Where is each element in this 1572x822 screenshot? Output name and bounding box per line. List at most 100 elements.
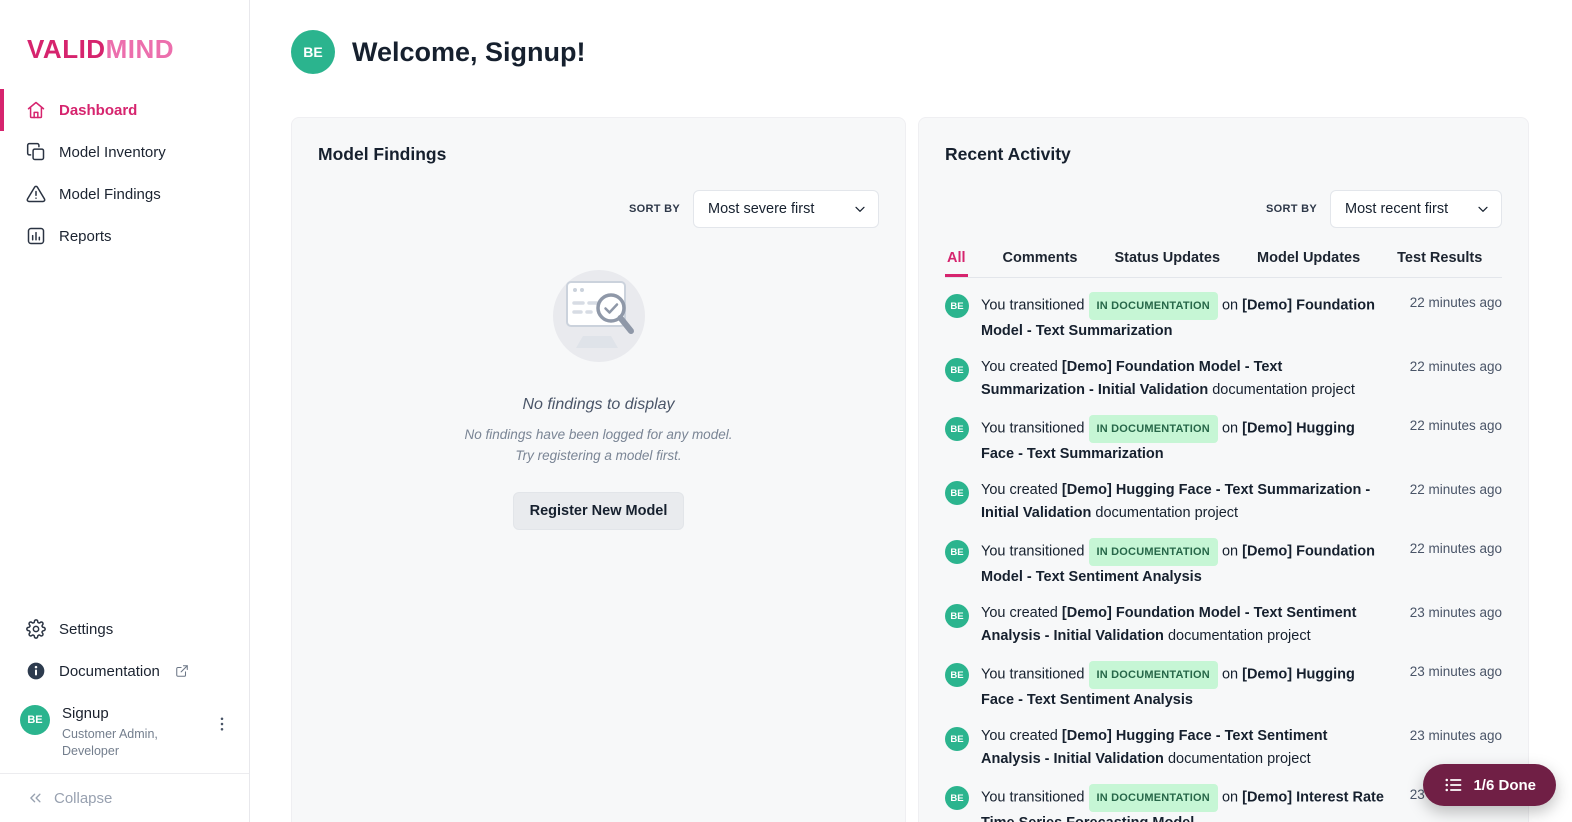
dashboard-cards: Model Findings SORT BY Most severe first	[291, 117, 1529, 822]
activity-list-item[interactable]: BE You created [Demo] Hugging Face - Tex…	[945, 725, 1502, 770]
sidebar-bottom: Settings Documentation BE Signup Custome…	[0, 608, 249, 822]
tab-status-updates[interactable]: Status Updates	[1114, 250, 1221, 266]
activity-target-name: [Demo] Hugging Face - Text Sentiment Ana…	[981, 728, 1328, 767]
avatar: BE	[945, 786, 969, 810]
recent-activity-card: Recent Activity SORT BY Most recent firs…	[918, 117, 1529, 822]
sidebar-item-reports[interactable]: Reports	[0, 215, 249, 257]
empty-state-title: No findings to display	[522, 396, 675, 413]
activity-target-name: [Demo] Hugging Face - Text Sentiment Ana…	[981, 666, 1355, 708]
activity-list-item[interactable]: BE You transitioned IN DOCUMENTATION on …	[945, 784, 1502, 822]
reports-icon	[26, 226, 46, 246]
sidebar-nav: Dashboard Model Inventory Model Findings…	[0, 89, 249, 257]
sidebar-item-model-findings[interactable]: Model Findings	[0, 173, 249, 215]
collapse-label: Collapse	[54, 789, 113, 807]
sidebar-item-label: Dashboard	[59, 101, 138, 119]
activity-list-item[interactable]: BE You created [Demo] Hugging Face - Tex…	[945, 479, 1502, 524]
activity-text: You transitioned IN DOCUMENTATION on [De…	[981, 538, 1384, 588]
avatar: BE	[945, 663, 969, 687]
sort-select-value: Most recent first	[1345, 201, 1449, 217]
activity-target-name: [Demo] Foundation Model - Text Summariza…	[981, 297, 1376, 339]
user-menu-button[interactable]	[209, 711, 235, 740]
sort-select-value: Most severe first	[708, 201, 815, 217]
activity-list-item[interactable]: BE You transitioned IN DOCUMENTATION on …	[945, 292, 1502, 342]
user-name: Signup	[62, 705, 109, 722]
kebab-icon	[213, 717, 231, 736]
gear-icon	[26, 619, 46, 639]
sidebar-item-documentation[interactable]: Documentation	[0, 650, 249, 692]
collapse-button[interactable]: Collapse	[0, 773, 249, 822]
activity-target-name: [Demo] Foundation Model - Text Summariza…	[981, 359, 1283, 398]
avatar: BE	[945, 481, 969, 505]
external-link-icon	[175, 664, 189, 678]
activity-target-name: [Demo] Interest Rate Time Series Forecas…	[981, 789, 1384, 822]
findings-sort-select[interactable]: Most severe first	[693, 190, 879, 228]
sidebar-item-label: Model Inventory	[59, 143, 166, 161]
activity-list-item[interactable]: BE You created [Demo] Foundation Model -…	[945, 356, 1502, 401]
status-badge: IN DOCUMENTATION	[1088, 292, 1218, 320]
activity-sort-select[interactable]: Most recent first	[1330, 190, 1502, 228]
user-card[interactable]: BE Signup Customer Admin, Developer	[0, 692, 249, 773]
activity-list-item[interactable]: BE You transitioned IN DOCUMENTATION on …	[945, 415, 1502, 465]
warning-icon	[26, 184, 46, 204]
card-title: Recent Activity	[945, 144, 1071, 164]
page-title: Welcome, Signup!	[352, 36, 586, 67]
activity-list-item[interactable]: BE You transitioned IN DOCUMENTATION on …	[945, 538, 1502, 588]
user-role: Customer Admin, Developer	[62, 727, 158, 758]
avatar: BE	[945, 358, 969, 382]
avatar: BE	[945, 417, 969, 441]
avatar: BE	[291, 30, 335, 74]
activity-timestamp: 22 minutes ago	[1409, 359, 1502, 374]
activity-text: You created [Demo] Hugging Face - Text S…	[981, 728, 1328, 767]
home-icon	[26, 100, 46, 120]
activity-timestamp: 23 minutes ago	[1409, 605, 1502, 620]
sidebar-item-settings[interactable]: Settings	[0, 608, 249, 650]
tab-all[interactable]: All	[945, 250, 968, 277]
register-new-model-button[interactable]: Register New Model	[512, 492, 685, 530]
activity-text: You created [Demo] Foundation Model - Te…	[981, 605, 1357, 644]
findings-empty-state: No findings to display No findings have …	[318, 258, 879, 530]
status-badge: IN DOCUMENTATION	[1088, 784, 1218, 812]
activity-tabs: All Comments Status Updates Model Update…	[945, 250, 1502, 278]
activity-text: You transitioned IN DOCUMENTATION on [De…	[981, 292, 1384, 342]
avatar: BE	[20, 705, 50, 735]
avatar: BE	[945, 727, 969, 751]
info-icon	[26, 661, 46, 681]
activity-sort-row: SORT BY Most recent first	[945, 190, 1502, 228]
activity-list-item[interactable]: BE You transitioned IN DOCUMENTATION on …	[945, 661, 1502, 711]
validmind-logo: VALIDMIND	[0, 0, 249, 89]
tab-comments[interactable]: Comments	[1002, 250, 1078, 266]
sidebar-item-dashboard[interactable]: Dashboard	[0, 89, 249, 131]
avatar: BE	[945, 294, 969, 318]
welcome-header: BE Welcome, Signup!	[291, 30, 1529, 74]
chevron-down-icon	[852, 201, 868, 217]
sidebar-item-model-inventory[interactable]: Model Inventory	[0, 131, 249, 173]
activity-list: BE You transitioned IN DOCUMENTATION on …	[945, 292, 1502, 822]
model-findings-card: Model Findings SORT BY Most severe first	[291, 117, 906, 822]
onboarding-progress-button[interactable]: 1/6 Done	[1423, 764, 1556, 806]
card-title: Model Findings	[318, 144, 447, 164]
activity-text: You transitioned IN DOCUMENTATION on [De…	[981, 784, 1384, 822]
activity-timestamp: 22 minutes ago	[1409, 541, 1502, 556]
status-badge: IN DOCUMENTATION	[1088, 538, 1218, 566]
avatar: BE	[945, 540, 969, 564]
activity-list-item[interactable]: BE You created [Demo] Foundation Model -…	[945, 602, 1502, 647]
user-info: Signup Customer Admin, Developer	[62, 705, 197, 760]
main-content: BE Welcome, Signup! Model Findings SORT …	[250, 0, 1572, 822]
activity-timestamp: 22 minutes ago	[1409, 482, 1502, 497]
activity-target-name: [Demo] Foundation Model - Text Sentiment…	[981, 605, 1357, 644]
empty-state-description: No findings have been logged for any mod…	[318, 424, 879, 466]
sort-by-label: SORT BY	[1266, 203, 1317, 215]
activity-timestamp: 23 minutes ago	[1409, 728, 1502, 743]
status-badge: IN DOCUMENTATION	[1088, 415, 1218, 443]
chevrons-left-icon	[26, 789, 44, 807]
tab-test-results[interactable]: Test Results	[1397, 250, 1483, 266]
activity-text: You created [Demo] Foundation Model - Te…	[981, 359, 1355, 398]
documentation-label: Documentation	[59, 662, 160, 680]
activity-timestamp: 22 minutes ago	[1409, 418, 1502, 433]
sort-by-label: SORT BY	[629, 203, 680, 215]
logo-mind: MIND	[105, 34, 175, 64]
avatar: BE	[945, 604, 969, 628]
tab-model-updates[interactable]: Model Updates	[1257, 250, 1361, 266]
findings-sort-row: SORT BY Most severe first	[318, 190, 879, 228]
settings-label: Settings	[59, 620, 114, 638]
